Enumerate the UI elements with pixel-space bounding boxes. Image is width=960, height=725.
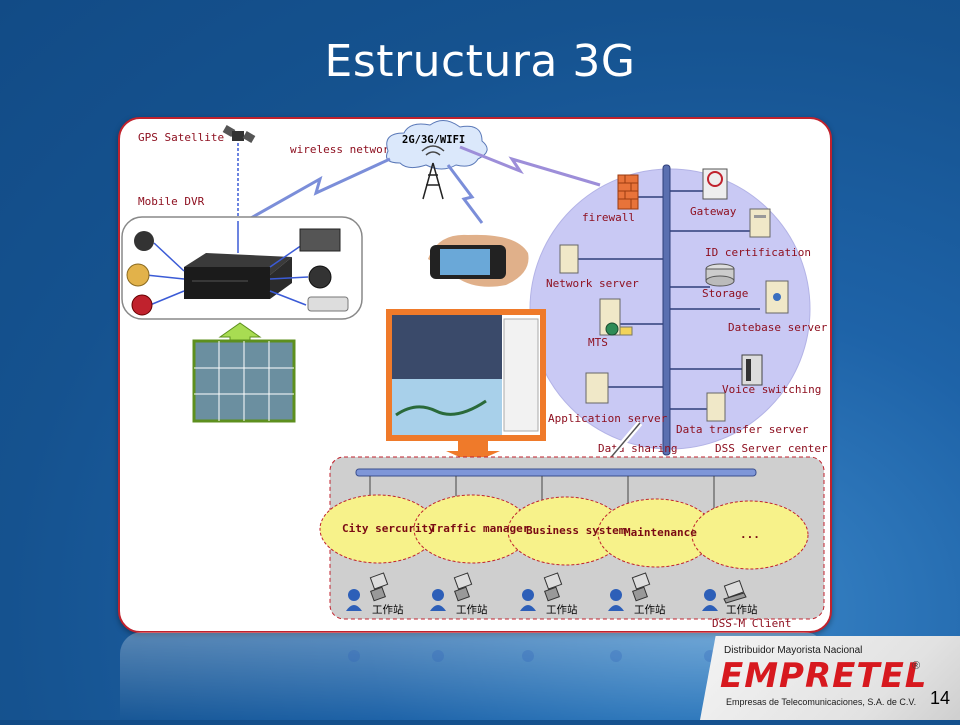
wireless-links (241, 145, 601, 225)
workstation-3 (520, 572, 563, 611)
workstation-label: 工作站 (546, 603, 578, 616)
dss-client-label: DSS-M Client (712, 617, 791, 630)
hdd-icon (307, 296, 349, 312)
database-server-icon (765, 280, 789, 314)
client-ellipses (319, 494, 809, 570)
logo-background (700, 636, 960, 720)
tower-icon (421, 145, 445, 200)
down-arrow (446, 441, 500, 463)
logo-subtitle: Empresas de Telecomunicaciones, S.A. de … (726, 697, 917, 707)
wireless-label: wireless network (290, 143, 396, 156)
workstation-1 (346, 572, 389, 611)
dvr-device-icon (184, 253, 292, 299)
upload-arrow (218, 322, 262, 342)
data-transfer-server-icon (706, 392, 726, 422)
mts-label: MTS (588, 336, 608, 349)
workstation-5 (702, 579, 747, 611)
mts-icon (599, 298, 633, 336)
storage-label: Storage (702, 287, 748, 300)
voice-switching-icon (741, 354, 763, 386)
firewall-icon (617, 174, 639, 210)
application-server-icon (585, 372, 609, 404)
network-server-label: Network server (546, 277, 639, 290)
id-certification-label: ID certification (705, 246, 811, 259)
client-bus (355, 468, 757, 477)
client-label-traffic-manager: Traffic manager (430, 522, 530, 535)
page-number: 14 (930, 688, 951, 708)
data-sharing-label: Data sharing (598, 442, 677, 455)
slide-title: Estructura 3G (324, 36, 636, 87)
satellite-icon (222, 125, 256, 143)
client-label-maintenance: Maintenance (624, 526, 697, 539)
client-software-screenshot (386, 309, 546, 441)
client-ellipse (691, 500, 809, 570)
dss-server-center-label: DSS Server center (715, 442, 828, 455)
voice-switching-label: Voice switching (722, 383, 821, 396)
gateway-label: Gateway (690, 205, 737, 218)
network-server-icon (559, 244, 579, 274)
cloud-label: 2G/3G/WIFI (402, 134, 465, 146)
database-server-label: Datebase server (728, 321, 828, 334)
speaker-icon (308, 265, 332, 289)
server-backbone (662, 164, 671, 456)
gateway-icon (702, 168, 728, 200)
logo-registered-mark: ® (912, 660, 921, 672)
dome-camera-icon (134, 231, 154, 251)
cloud-icon (386, 120, 488, 170)
logo-wordmark: EMPRETEL (720, 656, 928, 696)
smartphone-icon (428, 234, 529, 287)
video-wall-thumbnail (192, 339, 296, 423)
camera-icon (126, 263, 150, 287)
workstation-2 (430, 572, 473, 611)
workstation-4 (608, 572, 651, 611)
id-certification-icon (749, 208, 771, 238)
workstation-label-last: 工作站 (726, 603, 758, 616)
dvr-connections (145, 242, 309, 306)
application-server-label: Application server (548, 412, 668, 425)
monitor-icon (299, 228, 341, 252)
server-branches (560, 190, 760, 410)
architecture-diagram: firewall Gateway ID certification Networ… (118, 117, 832, 633)
mobile-dvr-label: Mobile DVR (138, 195, 205, 208)
storage-icon (705, 263, 735, 287)
client-label-city-security: City sercurity (342, 522, 435, 535)
firewall-label: firewall (582, 211, 635, 224)
logo-tagline: Distribuidor Mayorista Nacional (724, 645, 863, 656)
client-label-business-system: Business system (526, 524, 626, 537)
client-label-more: ... (740, 528, 760, 541)
workstation-label: 工作站 (634, 603, 666, 616)
alarm-button-icon (131, 294, 153, 316)
workstation-label: 工作站 (372, 603, 404, 616)
data-transfer-label: Data transfer server (676, 423, 809, 436)
gps-label: GPS Satellite (138, 131, 224, 144)
workstation-label: 工作站 (456, 603, 488, 616)
